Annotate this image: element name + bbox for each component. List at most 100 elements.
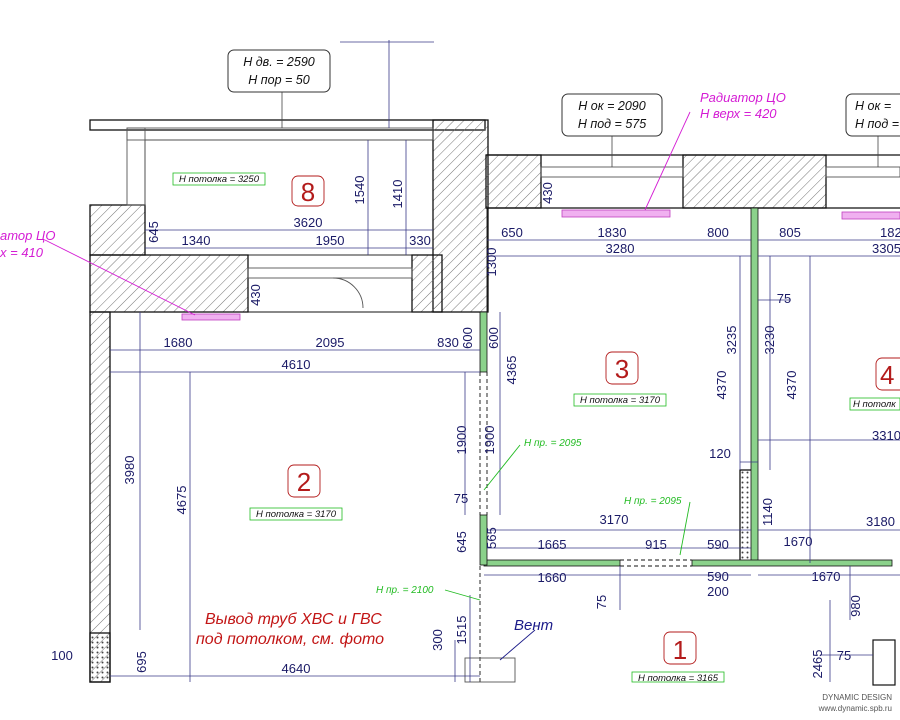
partition-right xyxy=(872,639,896,686)
door-height-label: Н дв. = 2590 xyxy=(243,55,315,69)
dim-1300: 1300 xyxy=(484,248,499,277)
dim-645a: 645 xyxy=(146,221,161,243)
wall-between-8-2-right xyxy=(411,254,443,313)
window-3 xyxy=(540,166,684,178)
window-height-label-4: Н ок = xyxy=(855,99,891,113)
room-number-3: 3 xyxy=(615,354,629,384)
dimension-lines xyxy=(110,40,900,682)
dim-4640: 4640 xyxy=(282,661,311,676)
dim-3620: 3620 xyxy=(294,215,323,230)
radiator-height-top: Н верх = 420 xyxy=(700,106,777,121)
radiator-left xyxy=(181,313,241,321)
dim-1680: 1680 xyxy=(164,335,193,350)
dim-4370b: 4370 xyxy=(784,371,799,400)
dim-800: 800 xyxy=(707,225,729,240)
threshold-height-label: Н пор = 50 xyxy=(248,73,309,87)
leaders xyxy=(44,92,879,661)
window-4 xyxy=(825,166,900,178)
partition-2-3-top xyxy=(479,311,488,373)
walls xyxy=(89,119,900,683)
dim-805: 805 xyxy=(779,225,801,240)
pipes-note-line2: под потолком, см. фото xyxy=(196,631,384,648)
dim-600b: 600 xyxy=(486,327,501,349)
room-number-8: 8 xyxy=(301,177,315,207)
dim-1670b: 1670 xyxy=(812,569,841,584)
dim-590a: 590 xyxy=(707,537,729,552)
partition-3-4 xyxy=(750,207,759,564)
dim-75b: 75 xyxy=(777,291,791,306)
vent-shaft xyxy=(464,657,516,683)
opening-height-3-1: Н пр. = 2095 xyxy=(624,496,682,507)
partition-2-3-bottom xyxy=(479,514,488,566)
dim-4365: 4365 xyxy=(504,356,519,385)
radiator-3 xyxy=(561,209,671,218)
window-callout-4 xyxy=(845,93,900,137)
dim-1900b: 1900 xyxy=(482,426,497,455)
ceiling-label-4: Н потолк xyxy=(853,399,896,410)
wall-top-8 xyxy=(89,119,486,131)
partition-3-1-left xyxy=(483,559,621,567)
dim-200: 200 xyxy=(707,584,729,599)
dim-430a: 430 xyxy=(248,284,263,306)
door-8-2 xyxy=(247,267,413,279)
radiator-height-left: х = 410 xyxy=(0,245,44,260)
dim-3170: 3170 xyxy=(600,512,629,527)
dim-75a: 75 xyxy=(454,491,468,506)
room-number-4: 4 xyxy=(880,360,894,390)
dim-1140: 1140 xyxy=(760,498,775,526)
dim-300: 300 xyxy=(430,629,445,651)
dimension-values: 3620 1340 1950 330 1540 1410 645 430 168… xyxy=(51,176,900,679)
dim-3235: 3235 xyxy=(724,326,739,355)
dim-695: 695 xyxy=(134,651,149,673)
sill-height-label-4: Н под = xyxy=(855,117,899,131)
dim-645b: 645 xyxy=(454,531,469,553)
wall-top-3-right xyxy=(682,154,827,209)
dim-3180: 3180 xyxy=(866,514,895,529)
dim-3310: 3310 xyxy=(872,428,900,443)
dim-4610: 4610 xyxy=(282,357,311,372)
vent-label: Вент xyxy=(514,617,553,634)
dim-430b: 430 xyxy=(540,182,555,204)
column-left xyxy=(89,632,111,683)
dim-3980: 3980 xyxy=(122,456,137,485)
dim-590b: 590 xyxy=(707,569,729,584)
partitions xyxy=(479,207,896,686)
wall-top-3-left xyxy=(485,154,542,209)
radiator-title-left: атор ЦО xyxy=(0,228,56,243)
ceiling-label-2: Н потолка = 3170 xyxy=(256,509,337,520)
dim-2465: 2465 xyxy=(810,650,825,679)
dim-2095: 2095 xyxy=(316,335,345,350)
ceiling-label-1: Н потолка = 3165 xyxy=(638,673,719,684)
dim-182: 182 xyxy=(880,225,900,240)
dim-4675: 4675 xyxy=(174,486,189,515)
room-number-2: 2 xyxy=(297,467,311,497)
dim-1830: 1830 xyxy=(598,225,627,240)
door-callout xyxy=(227,49,331,93)
dim-1670a: 1670 xyxy=(784,534,813,549)
dim-4370a: 4370 xyxy=(714,371,729,400)
ceiling-label-8: Н потолка = 3250 xyxy=(179,174,260,185)
opening-height-2-1: Н пр. = 2100 xyxy=(376,585,434,596)
window-height-label-3: Н ок = 2090 xyxy=(578,99,645,113)
dim-3305: 3305 xyxy=(872,241,900,256)
dim-1900a: 1900 xyxy=(454,426,469,455)
dim-830: 830 xyxy=(437,335,459,350)
partition-3-1-right xyxy=(691,559,893,567)
dim-3230: 3230 xyxy=(762,326,777,355)
dim-1950: 1950 xyxy=(316,233,345,248)
brand-site: www.dynamic.spb.ru xyxy=(818,704,892,713)
dim-915: 915 xyxy=(645,537,667,552)
room-number-1: 1 xyxy=(673,635,687,665)
dim-75d: 75 xyxy=(837,648,851,663)
dim-1340: 1340 xyxy=(182,233,211,248)
sill-height-label-3: Н под = 575 xyxy=(578,117,646,131)
dim-330: 330 xyxy=(409,233,431,248)
window-callout-3 xyxy=(561,93,663,137)
dim-75c: 75 xyxy=(594,595,609,609)
wall-left-8 xyxy=(89,204,146,256)
dim-650: 650 xyxy=(501,225,523,240)
radiator-title-top: Радиатор ЦО xyxy=(700,90,786,105)
dim-600a: 600 xyxy=(460,327,475,349)
wall-left-2 xyxy=(89,311,111,683)
